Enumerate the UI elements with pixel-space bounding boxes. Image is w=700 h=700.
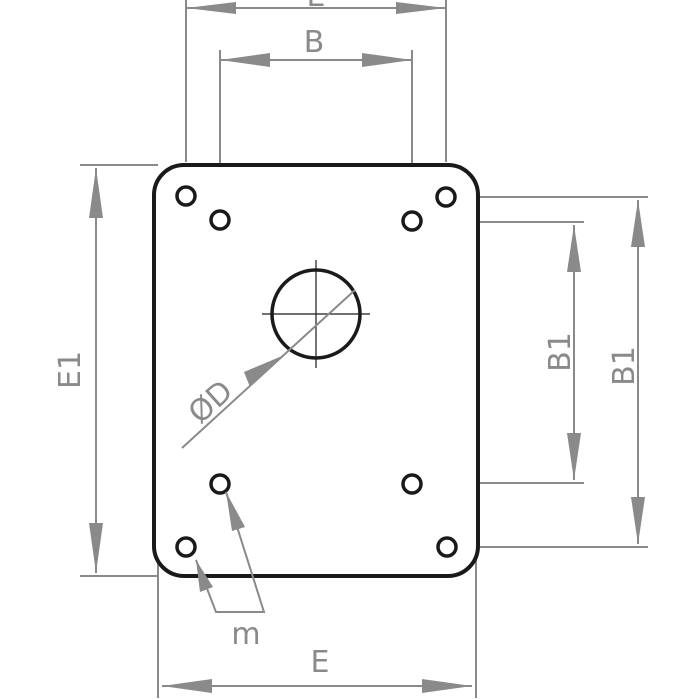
- dimension-e-bottom: E: [157, 548, 477, 698]
- bolt-hole-inner-tl: [209, 209, 231, 231]
- bolt-hole-inner-bl: [209, 473, 231, 495]
- bolt-hole-inner-tr: [401, 210, 423, 232]
- label-b: B: [304, 25, 325, 60]
- bolt-hole-outer-tl: [175, 185, 197, 207]
- label-e-top: E: [307, 0, 326, 14]
- dimension-e1: E1: [53, 164, 158, 577]
- label-b1-outer: B1: [607, 346, 642, 386]
- bolt-hole-outer-bl: [175, 536, 197, 558]
- dimension-e-top: E: [185, 0, 447, 162]
- bolt-hole-outer-tr: [435, 186, 457, 208]
- label-b1-inner: B1: [543, 332, 578, 372]
- label-m: m: [231, 617, 260, 652]
- label-e-bottom: E: [311, 645, 330, 680]
- dimension-b1-outer: B1: [465, 196, 648, 548]
- bolt-hole-inner-br: [401, 473, 423, 495]
- bolt-hole-outer-br: [436, 536, 458, 558]
- dimension-m: m: [195, 491, 266, 652]
- plate-outline: [152, 163, 480, 578]
- center-hole: [262, 260, 370, 368]
- label-e1: E1: [53, 351, 88, 389]
